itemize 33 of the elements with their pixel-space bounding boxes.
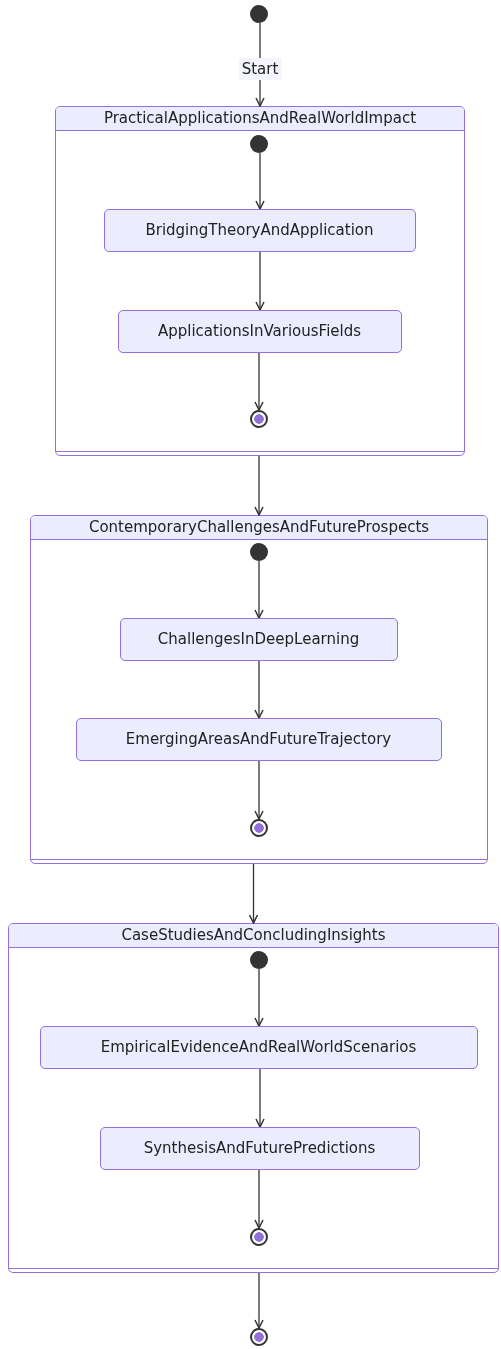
end-state-icon [250,1328,268,1346]
state-box: BridgingTheoryAndApplication [103,208,416,252]
composite-state [30,515,488,864]
arrow [254,660,264,719]
arrow [254,352,264,411]
start-dot [250,5,268,23]
state-title: CaseStudiesAndConcludingInsights [9,924,498,948]
composite-state [8,923,499,1273]
start-dot [249,542,268,561]
arrow [255,251,265,311]
arrow [254,1272,264,1329]
end-state-icon [249,1227,268,1246]
state-box: SynthesisAndFuturePredictions [99,1126,420,1170]
end-state-icon [249,409,268,428]
end-state-icon [249,818,268,837]
composite-state [55,106,465,456]
state-title: PracticalApplicationsAndRealWorldImpact [56,107,464,131]
state-box: ChallengesInDeepLearning [119,617,398,661]
edge-label: Start [238,57,282,80]
arrow [254,455,264,516]
arrow [248,863,259,924]
state-box: ApplicationsInVariousFields [117,309,402,353]
state-box: EmergingAreasAndFutureTrajectory [75,717,442,761]
arrow [254,560,264,619]
start-dot [249,950,268,969]
state-title: ContemporaryChallengesAndFutureProspects [31,516,487,540]
state-box: EmpiricalEvidenceAndRealWorldScenarios [39,1025,478,1069]
arrow [254,760,264,820]
arrow [255,152,265,210]
start-dot [249,134,268,153]
arrow [254,1169,264,1229]
arrow [255,1068,265,1128]
arrow [254,968,264,1027]
